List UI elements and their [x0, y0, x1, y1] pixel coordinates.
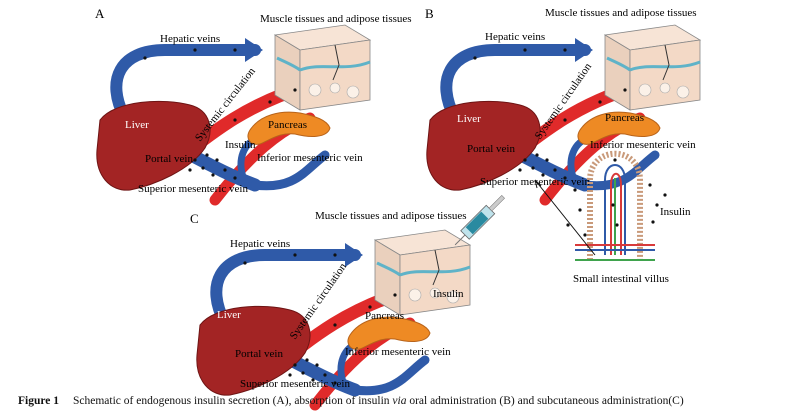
label-portal: Portal vein [467, 143, 515, 155]
panel-c: C Muscle tissues and adipose tissues Hep… [190, 195, 505, 405]
label-hepatic: Hepatic veins [230, 238, 290, 250]
label-pancreas: Pancreas [605, 112, 644, 124]
label-inferior: Inferior mesenteric vein [345, 346, 451, 358]
label-liver: Liver [125, 119, 149, 131]
label-muscle: Muscle tissues and adipose tissues [315, 210, 467, 222]
caption-text-a: Schematic of endogenous insulin secretio… [73, 395, 393, 407]
villus-illustration [534, 150, 667, 261]
label-insulin: Insulin [433, 288, 464, 300]
panel-letter: C [190, 211, 199, 226]
label-inferior: Inferior mesenteric vein [257, 152, 363, 164]
label-villus: Small intestinal villus [573, 273, 669, 285]
label-portal: Portal vein [145, 153, 193, 165]
caption-text-b: oral administration (B) and subcutaneous… [406, 395, 684, 407]
figure-number: Figure 1 [18, 395, 59, 407]
label-liver: Liver [217, 309, 241, 321]
panel-a: A Muscle tissues and adipose tissues Hep… [95, 6, 412, 200]
label-hepatic: Hepatic veins [485, 31, 545, 43]
label-inferior: Inferior mesenteric vein [590, 139, 696, 151]
label-portal: Portal vein [235, 348, 283, 360]
caption-italic: via [392, 395, 407, 407]
panel-b: B Muscle tissues and adipose tissues Hep… [425, 6, 700, 285]
label-pancreas: Pancreas [268, 119, 307, 131]
label-muscle: Muscle tissues and adipose tissues [260, 13, 412, 25]
label-liver: Liver [457, 113, 481, 125]
panel-letter: B [425, 6, 434, 21]
syringe-icon [454, 195, 505, 246]
panel-letter: A [95, 6, 105, 21]
label-insulin: Insulin [225, 139, 256, 151]
figure-caption: Figure 1 Schematic of endogenous insulin … [18, 395, 793, 407]
label-hepatic: Hepatic veins [160, 33, 220, 45]
label-superior: Superior mesenteric vein [138, 183, 248, 195]
label-superior: Superior mesenteric vein [240, 378, 350, 390]
label-insulin: Insulin [660, 206, 691, 218]
label-muscle: Muscle tissues and adipose tissues [545, 7, 697, 19]
label-pancreas: Pancreas [365, 310, 404, 322]
